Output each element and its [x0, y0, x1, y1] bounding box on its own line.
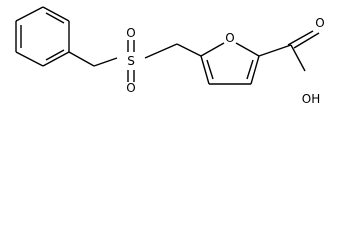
carboxyl-oh-bond [290, 44, 306, 72]
ch2-to-sulfur-bond [93, 57, 118, 67]
sulfur-label: S [127, 54, 135, 68]
sulfonyl-group [127, 40, 135, 82]
hydroxyl-label: OH [302, 92, 320, 106]
ring-to-ch2-bond [68, 51, 95, 67]
benzene-bond-3 [42, 51, 70, 67]
benzene-bond-4 [15, 51, 44, 67]
furan-oxygen-label: O [225, 31, 234, 45]
benzene-double-bond-a [45, 12, 65, 24]
benzene-bond-6 [15, 6, 44, 22]
carbonyl-bond-2 [293, 32, 320, 49]
furan-o-c5-bond [235, 42, 260, 57]
furan-double-bond-right [246, 59, 254, 80]
furan-ring [200, 42, 260, 85]
furan-double-bond-left [206, 59, 214, 80]
benzene-bond-1 [42, 6, 70, 22]
sulfonyl-oxygen-bottom-label: O [126, 81, 135, 95]
furan-to-carboxyl-bond [258, 44, 292, 57]
carboxylic-acid-group [258, 30, 320, 72]
furan-c5-c4-bond [250, 55, 260, 85]
sulfur-to-ch2-bond [144, 43, 178, 59]
benzene-ring [15, 6, 70, 67]
furan-c2-o-bond [200, 42, 225, 57]
benzene-double-bond-b [45, 49, 65, 61]
chemical-structure-diagram: S O O O O OH [15, 6, 325, 106]
carbonyl-bond-1 [287, 30, 314, 46]
furan-c3-c2-bond [200, 55, 210, 85]
sulfonyl-oxygen-top-label: O [126, 26, 135, 40]
ch2-to-furan-bond [176, 43, 202, 57]
carbonyl-oxygen-label: O [315, 16, 324, 30]
